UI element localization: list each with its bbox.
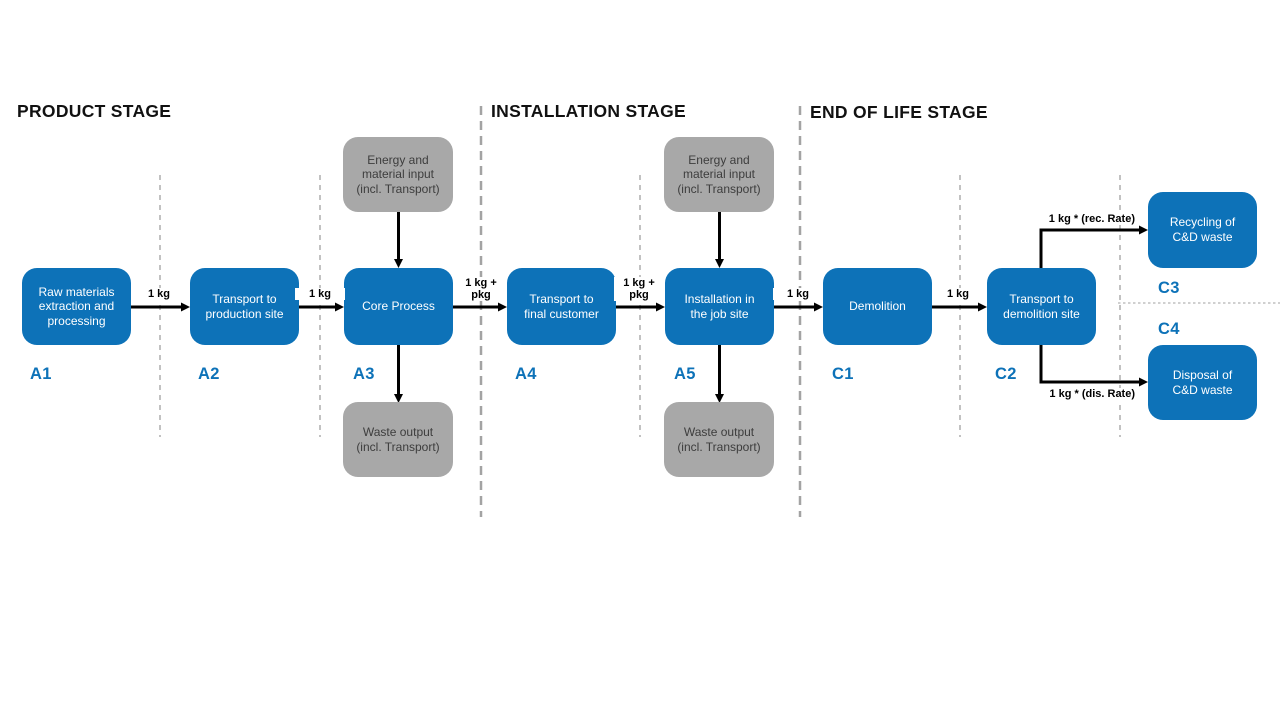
stage-heading-end-of-life: END OF LIFE STAGE — [810, 102, 988, 122]
module-code-c2: C2 — [995, 365, 1017, 383]
process-box-c3: Recycling of C&D waste — [1148, 192, 1257, 268]
flow-label-c2-c3: 1 kg * (rec. Rate) — [1025, 213, 1135, 226]
stage-heading-product: PRODUCT STAGE — [17, 101, 172, 121]
flow-label-a5-c1: 1 kg — [773, 288, 823, 301]
process-box-a1: Raw materials extraction and processing — [22, 268, 131, 345]
flow-label-a3-a4: 1 kg + pkg — [456, 277, 506, 302]
flow-label-a1-a2: 1 kg — [134, 288, 184, 301]
process-box-a3: Core Process — [344, 268, 453, 345]
waste-output-box-a3: Waste output (incl. Transport) — [343, 402, 453, 477]
process-box-a2: Transport to production site — [190, 268, 299, 345]
process-box-c1: Demolition — [823, 268, 932, 345]
flow-label-a2-a3: 1 kg — [295, 288, 345, 301]
flow-label-a4-a5: 1 kg + pkg — [614, 277, 664, 302]
arrow-c2-c3 — [1039, 225, 1148, 268]
module-code-a1: A1 — [30, 365, 52, 383]
module-code-a4: A4 — [515, 365, 537, 383]
module-code-c4: C4 — [1158, 320, 1180, 338]
arrow-c2-c4 — [1039, 345, 1148, 387]
process-box-a4: Transport to final customer — [507, 268, 616, 345]
flow-label-c2-c4: 1 kg * (dis. Rate) — [1025, 388, 1135, 401]
stage-heading-installation: INSTALLATION STAGE — [491, 101, 686, 121]
module-code-a3: A3 — [353, 365, 375, 383]
module-code-a5: A5 — [674, 365, 696, 383]
process-box-c4: Disposal of C&D waste — [1148, 345, 1257, 420]
process-box-c2: Transport to demolition site — [987, 268, 1096, 345]
module-code-c3: C3 — [1158, 279, 1180, 297]
module-code-a2: A2 — [198, 365, 220, 383]
flow-label-c1-c2: 1 kg — [933, 288, 983, 301]
module-code-c1: C1 — [832, 365, 854, 383]
waste-output-box-a5: Waste output (incl. Transport) — [664, 402, 774, 477]
energy-input-box-a5: Energy and material input (incl. Transpo… — [664, 137, 774, 212]
process-box-a5: Installation in the job site — [665, 268, 774, 345]
energy-input-box-a3: Energy and material input (incl. Transpo… — [343, 137, 453, 212]
